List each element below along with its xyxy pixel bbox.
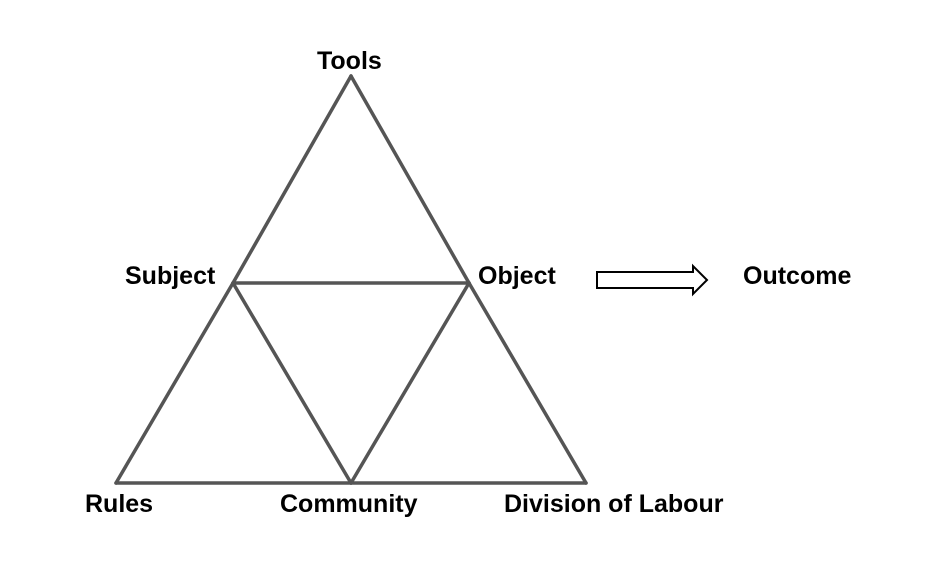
edge-subject-rules [114, 281, 235, 485]
node-label-object: Object [478, 262, 556, 290]
node-label-community: Community [280, 490, 418, 518]
outcome-arrow-icon [596, 263, 709, 297]
node-label-division-of-labour: Division of Labour [504, 490, 724, 518]
node-label-rules: Rules [85, 490, 154, 518]
edge-object-community [349, 281, 471, 485]
triangle-edges [114, 74, 588, 485]
node-label-tools: Tools [317, 47, 382, 75]
node-label-outcome: Outcome [743, 262, 852, 290]
edge-subject-community [231, 281, 353, 485]
edge-object-division_of_labour [467, 281, 588, 485]
edge-tools-subject [231, 74, 353, 285]
node-label-subject: Subject [125, 262, 216, 290]
edge-tools-object [349, 74, 471, 285]
